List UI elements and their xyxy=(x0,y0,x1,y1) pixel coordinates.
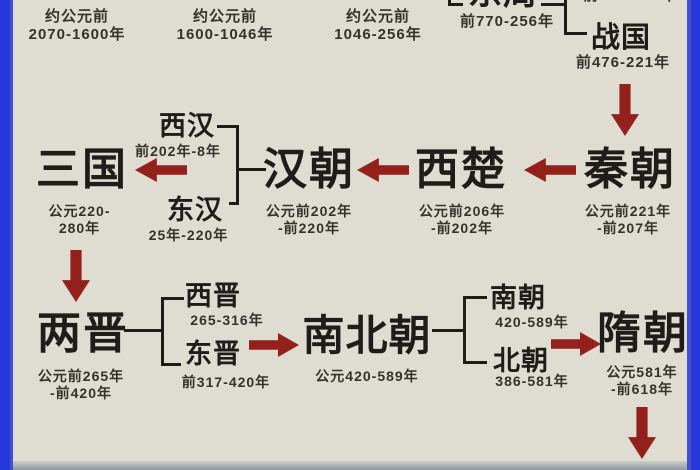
chunqiu-years-partial-label: 前770-476年 xyxy=(575,0,685,5)
liangjin-name: 两晋 xyxy=(37,309,129,358)
arrow-right-nanbeichao-sui-icon xyxy=(551,332,601,356)
jin-bracket-top-stub xyxy=(161,297,184,300)
qinchao-years-line1: 公元前221年 xyxy=(584,203,672,219)
xijin-years-label: 265-316年 xyxy=(190,312,264,328)
dongjin-name: 东晋 xyxy=(185,339,241,369)
suichao-years-line2: -前618年 xyxy=(610,381,674,397)
dongzhou-name: 东周 xyxy=(458,0,548,12)
xihan-years-label: 前202年-8年 xyxy=(135,143,221,159)
nbc-bracket-bottom-stub xyxy=(463,361,487,364)
zhanguo-years-label: 前476-221年 xyxy=(575,54,671,71)
han-bracket-top-stub xyxy=(217,125,239,128)
hanchao-years-line2: -前220年 xyxy=(277,220,341,236)
left-blue-border xyxy=(0,0,10,470)
xichu-years-line1: 公元前206年 xyxy=(418,203,506,219)
arrow-down-sanguo-liangjin-icon xyxy=(62,250,90,302)
nbc-bracket-vline xyxy=(463,296,466,364)
arrow-down-sui-next-icon xyxy=(628,407,656,459)
xia-years-label: 约公元前 2070-1600年 xyxy=(17,8,137,44)
zhou-years-line1: 约公元前 xyxy=(345,8,410,25)
liangjin-years-line1: 公元前265年 xyxy=(37,368,125,384)
jin-bracket-bottom-stub xyxy=(161,363,181,366)
dongzhou-bracket-right-line xyxy=(541,3,567,6)
nanbeichao-name: 南北朝 xyxy=(302,312,432,359)
xichu-years-label: 公元前206年 -前202年 xyxy=(408,203,516,237)
xia-years-line2: 2070-1600年 xyxy=(28,26,126,43)
dongzhou-bracket-left-line xyxy=(448,3,463,6)
liangjin-years-label: 公元前265年 -前420年 xyxy=(22,368,140,402)
nbc-bracket-mid-line xyxy=(432,329,466,332)
sanguo-years-line2: 280年 xyxy=(58,220,101,236)
suichao-years-label: 公元581年 -前618年 xyxy=(591,364,693,398)
donghan-years-label: 25年-220年 xyxy=(148,227,229,243)
hanchao-years-label: 公元前202年 -前220年 xyxy=(255,203,363,237)
han-bracket-bottom-stub xyxy=(229,202,239,205)
arrow-left-xichu-han-icon xyxy=(357,158,409,182)
nanbeichao-years-label: 公元420-589年 xyxy=(315,368,419,384)
nanchao-years-label: 420-589年 xyxy=(495,314,569,330)
dongjin-years-label: 前317-420年 xyxy=(181,374,271,390)
donghan-name: 东汉 xyxy=(167,195,223,225)
suichao-name: 隋朝 xyxy=(597,309,689,358)
hanchao-name: 汉朝 xyxy=(263,145,355,194)
xia-years-line1: 约公元前 xyxy=(44,8,109,25)
qinchao-years-label: 公元前221年 -前207年 xyxy=(574,203,682,237)
beichao-name: 北朝 xyxy=(493,346,549,376)
shang-years-label: 约公元前 1600-1046年 xyxy=(165,8,285,44)
han-bracket-vline xyxy=(236,125,239,205)
zhou-years-label: 约公元前 1046-256年 xyxy=(318,8,438,44)
nanchao-name: 南朝 xyxy=(490,283,546,313)
beichao-years-label: 386-581年 xyxy=(495,373,569,389)
xichu-years-line2: -前202年 xyxy=(430,220,494,236)
arrow-right-liangjin-nanbeichao-icon xyxy=(249,333,299,357)
xijin-name: 西晋 xyxy=(185,281,241,311)
nbc-bracket-top-stub xyxy=(463,296,487,299)
zhanguo-branch-line xyxy=(564,32,587,35)
liangjin-years-line2: -前420年 xyxy=(49,385,113,401)
qinchao-name: 秦朝 xyxy=(584,145,676,194)
sanguo-years-label: 公元220- 280年 xyxy=(22,203,137,237)
suichao-years-line1: 公元581年 xyxy=(606,364,678,380)
xihan-name: 西汉 xyxy=(159,111,215,141)
zhanguo-name: 战国 xyxy=(590,22,651,54)
han-bracket-mid-line xyxy=(236,168,266,171)
xichu-name: 西楚 xyxy=(415,145,507,194)
right-dark-border xyxy=(687,0,691,470)
jin-bracket-vline xyxy=(161,297,164,366)
shang-years-line1: 约公元前 xyxy=(192,8,257,25)
left-dark-border xyxy=(10,0,13,470)
right-blue-border xyxy=(691,0,700,470)
zhou-years-line2: 1046-256年 xyxy=(334,26,422,43)
arrow-left-qin-xichu-icon xyxy=(524,158,576,182)
sanguo-name: 三国 xyxy=(36,145,128,194)
jin-bracket-mid-line xyxy=(124,329,164,332)
dongzhou-years-label: 前770-256年 xyxy=(459,13,555,30)
qinchao-years-line2: -前207年 xyxy=(596,220,660,236)
arrow-down-zhanguo-qin-icon xyxy=(611,84,639,136)
arrow-left-han-sanguo-icon xyxy=(135,158,187,182)
hanchao-years-line1: 公元前202年 xyxy=(265,203,353,219)
shang-years-line2: 1600-1046年 xyxy=(176,26,274,43)
bottom-cropped-band xyxy=(13,461,687,470)
dongzhou-branch-vline xyxy=(564,0,567,35)
sanguo-years-line1: 公元220- xyxy=(48,203,111,219)
